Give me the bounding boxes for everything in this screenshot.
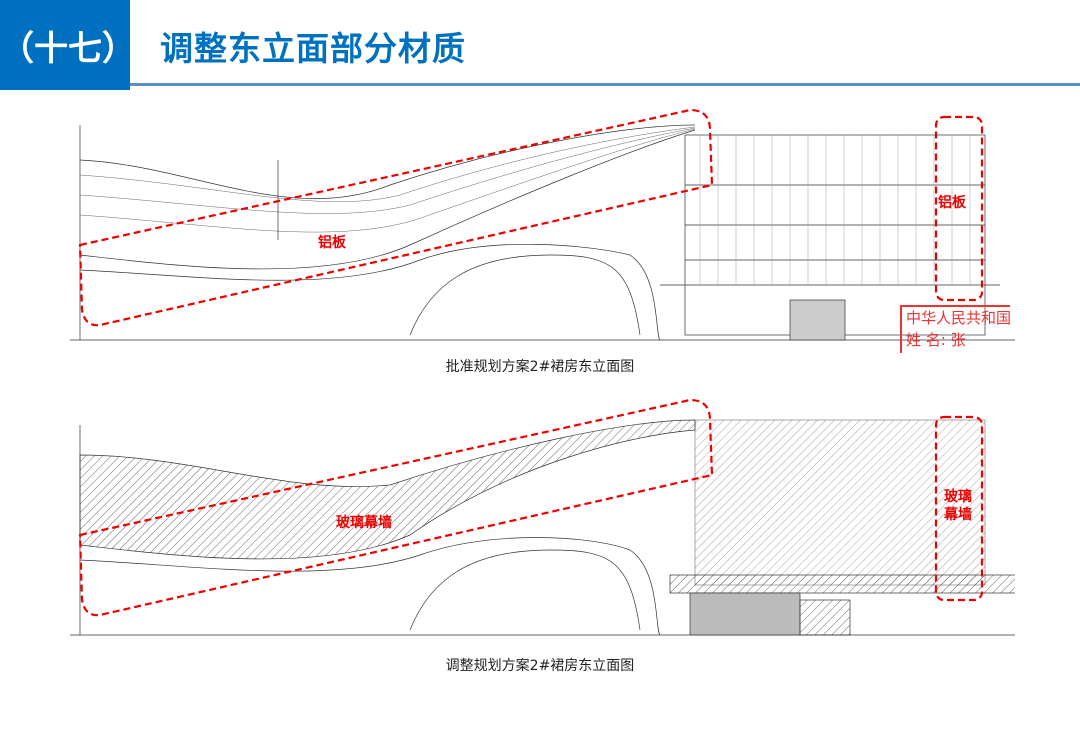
approval-stamp: 中华人民共和国一姓 名: 张: [900, 305, 1010, 353]
stamp-line-2: 姓 名: 张: [906, 331, 966, 349]
caption-adjusted: 调整规划方案2#裙房东立面图: [445, 658, 635, 674]
glass-curtain-wall-label-2: 玻璃 幕墙: [944, 489, 972, 523]
adjusted-elevation-drawing: [70, 398, 1015, 636]
page-title: 调整东立面部分材质: [160, 29, 466, 68]
section-number-badge: （十七）: [0, 0, 136, 90]
caption-approved: 批准规划方案2#裙房东立面图: [445, 359, 635, 375]
header-divider: [130, 83, 1080, 86]
approved-elevation-drawing: [70, 108, 1015, 341]
aluminum-panel-label-2: 铝板: [938, 195, 966, 211]
aluminum-panel-label-1: 铝板: [318, 235, 346, 251]
stamp-line-1: 中华人民共和国一: [906, 309, 1010, 327]
glass-curtain-wall-label-1: 玻璃幕墙: [336, 515, 392, 531]
